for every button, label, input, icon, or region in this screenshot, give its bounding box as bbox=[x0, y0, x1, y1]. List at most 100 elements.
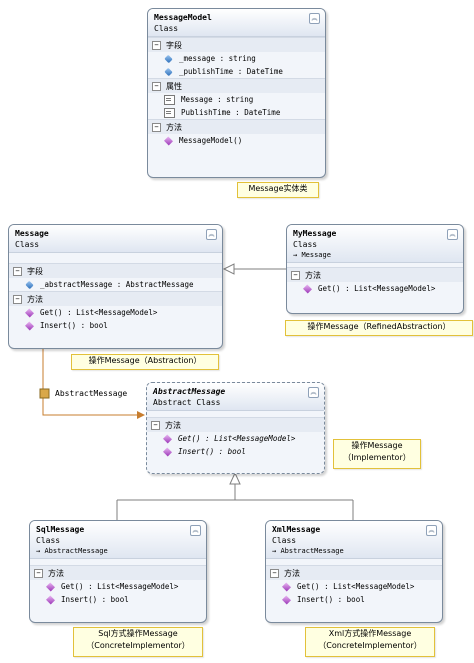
base-class: → AbstractMessage bbox=[36, 547, 200, 555]
member-text: Insert() : bool bbox=[178, 447, 246, 456]
section-methods[interactable]: −方法 bbox=[147, 417, 324, 432]
inherit-arrow-icon: → bbox=[293, 251, 298, 259]
base-class: → Message bbox=[293, 251, 457, 259]
member-row[interactable]: Get() : List<MessageModel> bbox=[266, 580, 442, 593]
member-text: _message : string bbox=[179, 54, 256, 63]
section-properties[interactable]: −属性 bbox=[148, 78, 325, 93]
collapse-icon[interactable]: ︽ bbox=[308, 387, 319, 398]
section-fields[interactable]: −字段 bbox=[9, 263, 222, 278]
class-messagemodel[interactable]: MessageModel Class ︽ −字段 _message : stri… bbox=[147, 8, 326, 178]
section-label: 方法 bbox=[165, 420, 181, 430]
section-label: 字段 bbox=[166, 40, 182, 50]
inheritance-arrowhead-mymessage bbox=[222, 263, 235, 275]
section-label: 方法 bbox=[27, 294, 43, 304]
member-row[interactable]: _message : string bbox=[148, 52, 325, 65]
class-header: XmlMessage Class → AbstractMessage ︽ bbox=[266, 521, 442, 559]
class-stereotype: Class bbox=[293, 240, 318, 249]
member-row[interactable]: Message : string bbox=[148, 93, 325, 106]
toggle-icon[interactable]: − bbox=[13, 266, 22, 276]
class-header: SqlMessage Class → AbstractMessage ︽ bbox=[30, 521, 206, 559]
method-icon bbox=[45, 594, 56, 605]
toggle-icon[interactable]: − bbox=[270, 568, 279, 578]
note-abstraction: 操作Message（Abstraction） bbox=[71, 354, 219, 370]
member-row[interactable]: _abstractMessage : AbstractMessage bbox=[9, 278, 222, 291]
method-icon bbox=[281, 581, 292, 592]
toggle-icon[interactable]: − bbox=[152, 81, 161, 91]
member-row[interactable]: Get() : List<MessageModel> bbox=[147, 432, 324, 445]
collapse-icon[interactable]: ︽ bbox=[190, 525, 201, 536]
association-label: AbstractMessage bbox=[55, 389, 128, 398]
note-messagemodel: Message实体类 bbox=[237, 182, 319, 198]
member-row[interactable]: Insert() : bool bbox=[266, 593, 442, 606]
section-label: 属性 bbox=[166, 81, 182, 91]
section-methods[interactable]: −方法 bbox=[9, 291, 222, 306]
method-icon bbox=[281, 594, 292, 605]
section-methods[interactable]: −方法 bbox=[148, 119, 325, 134]
class-header: MessageModel Class ︽ bbox=[148, 9, 325, 37]
note-line: （ConcreteImplementor） bbox=[86, 641, 190, 650]
note-xml-concrete: Xml方式操作Message （ConcreteImplementor） bbox=[305, 627, 435, 657]
note-line: 操作Message bbox=[351, 441, 403, 450]
class-header: MyMessage Class → Message ︽ bbox=[287, 225, 463, 263]
member-text: _abstractMessage : AbstractMessage bbox=[40, 280, 194, 289]
member-row[interactable]: Insert() : bool bbox=[147, 445, 324, 458]
member-text: Get() : List<MessageModel> bbox=[297, 582, 415, 591]
collapse-icon[interactable]: ︽ bbox=[447, 229, 458, 240]
member-row[interactable]: Get() : List<MessageModel> bbox=[9, 306, 222, 319]
class-abstractmessage[interactable]: AbstractMessage Abstract Class ︽ −方法 Get… bbox=[146, 382, 325, 474]
toggle-icon[interactable]: − bbox=[13, 294, 22, 304]
class-header: Message Class ︽ bbox=[9, 225, 222, 253]
member-text: MessageModel() bbox=[179, 136, 243, 145]
class-mymessage[interactable]: MyMessage Class → Message ︽ −方法 Get() : … bbox=[286, 224, 464, 314]
base-class-name: AbstractMessage bbox=[280, 547, 344, 555]
method-icon bbox=[24, 307, 35, 318]
member-row[interactable]: Get() : List<MessageModel> bbox=[30, 580, 206, 593]
collapse-icon[interactable]: ︽ bbox=[309, 13, 320, 24]
toggle-icon[interactable]: − bbox=[152, 122, 161, 132]
class-stereotype: Abstract Class bbox=[153, 398, 221, 407]
section-fields[interactable]: −字段 bbox=[148, 37, 325, 52]
class-stereotype: Class bbox=[36, 536, 61, 545]
base-class: → AbstractMessage bbox=[272, 547, 436, 555]
inherit-arrow-icon: → bbox=[36, 547, 41, 555]
section-methods[interactable]: −方法 bbox=[266, 565, 442, 580]
class-message[interactable]: Message Class ︽ −字段 _abstractMessage : A… bbox=[8, 224, 223, 349]
member-text: Message : string bbox=[181, 95, 254, 104]
class-name: XmlMessage bbox=[272, 525, 321, 534]
note-line: Sql方式操作Message bbox=[98, 629, 178, 638]
association-line bbox=[42, 348, 143, 416]
section-label: 方法 bbox=[305, 270, 321, 280]
method-icon bbox=[45, 581, 56, 592]
toggle-icon[interactable]: − bbox=[151, 420, 160, 430]
class-sqlmessage[interactable]: SqlMessage Class → AbstractMessage ︽ −方法… bbox=[29, 520, 207, 623]
note-text: 操作Message（Abstraction） bbox=[88, 356, 202, 365]
member-row[interactable]: Insert() : bool bbox=[9, 319, 222, 332]
collapse-icon[interactable]: ︽ bbox=[426, 525, 437, 536]
class-name: MessageModel bbox=[154, 13, 212, 22]
field-icon bbox=[25, 280, 34, 289]
section-methods[interactable]: −方法 bbox=[287, 267, 463, 282]
class-xmlmessage[interactable]: XmlMessage Class → AbstractMessage ︽ −方法… bbox=[265, 520, 443, 623]
method-icon bbox=[302, 283, 313, 294]
member-row[interactable]: _publishTime : DateTime bbox=[148, 65, 325, 78]
member-row[interactable]: MessageModel() bbox=[148, 134, 325, 147]
note-sql-concrete: Sql方式操作Message （ConcreteImplementor） bbox=[73, 627, 203, 657]
toggle-icon[interactable]: − bbox=[34, 568, 43, 578]
member-row[interactable]: PublishTime : DateTime bbox=[148, 106, 325, 119]
note-line: （Implementor） bbox=[343, 453, 411, 462]
note-line: （ConcreteImplementor） bbox=[318, 641, 422, 650]
field-icon bbox=[164, 67, 173, 76]
note-implementor: 操作Message （Implementor） bbox=[333, 439, 421, 469]
toggle-icon[interactable]: − bbox=[291, 270, 300, 280]
collapse-icon[interactable]: ︽ bbox=[206, 229, 217, 240]
field-icon bbox=[164, 54, 173, 63]
note-refined-abstraction: 操作Message（RefinedAbstraction） bbox=[285, 320, 473, 336]
section-methods[interactable]: −方法 bbox=[30, 565, 206, 580]
toggle-icon[interactable]: − bbox=[152, 40, 161, 50]
member-row[interactable]: Insert() : bool bbox=[30, 593, 206, 606]
method-icon bbox=[24, 320, 35, 331]
method-icon bbox=[162, 433, 173, 444]
member-text: Insert() : bool bbox=[297, 595, 365, 604]
member-row[interactable]: Get() : List<MessageModel> bbox=[287, 282, 463, 295]
class-stereotype: Class bbox=[272, 536, 297, 545]
